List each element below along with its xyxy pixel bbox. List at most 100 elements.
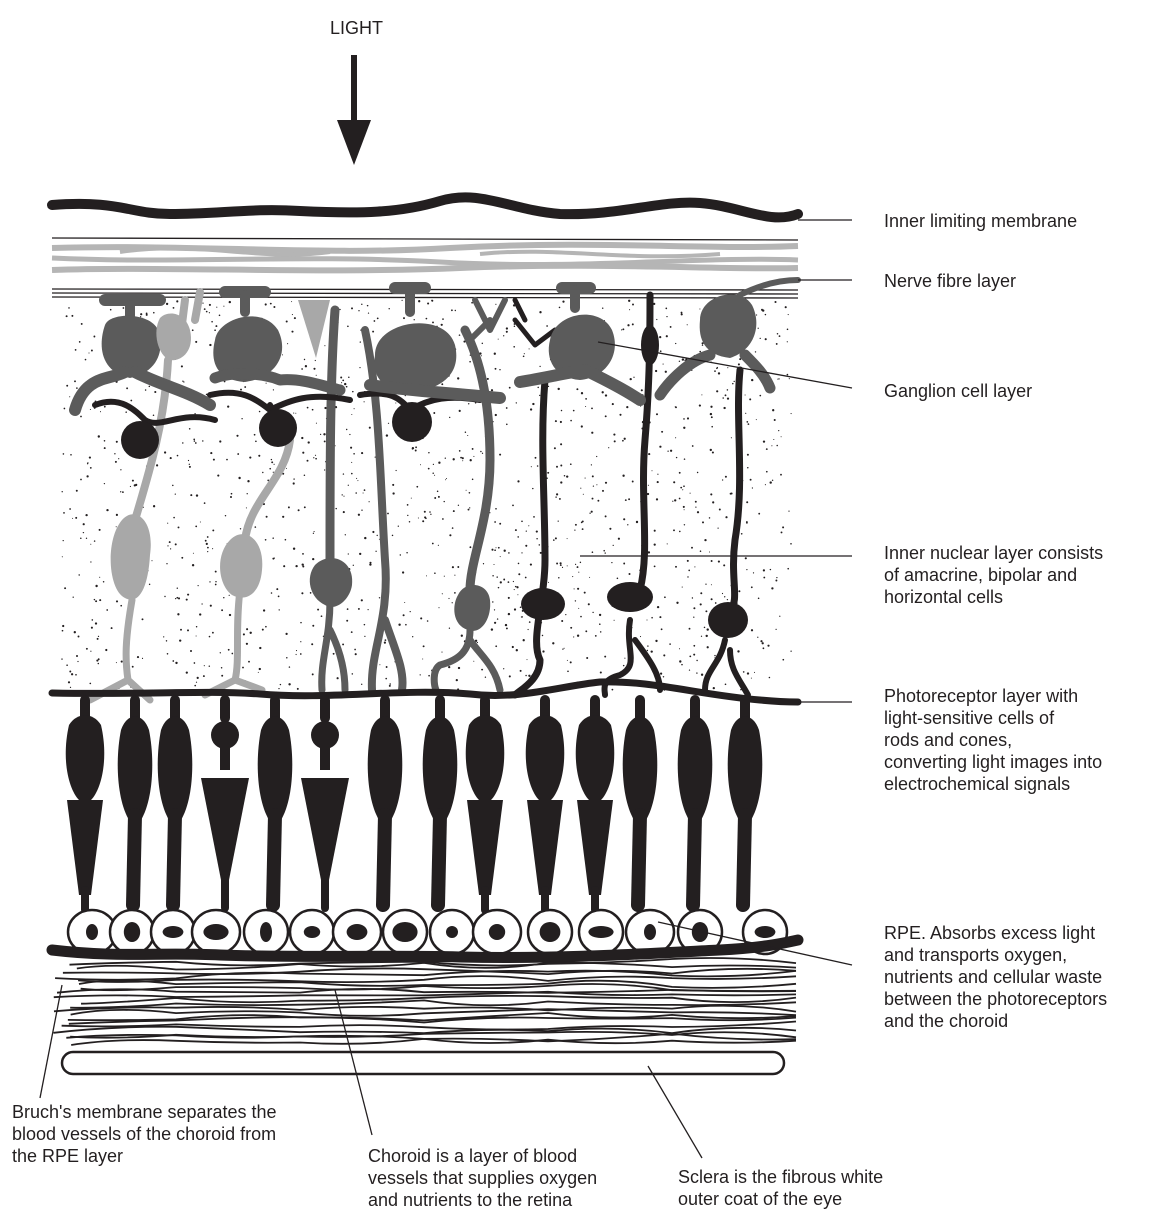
stipple-dot [313, 533, 314, 534]
stipple-dot [93, 336, 95, 338]
stipple-dot [636, 521, 638, 523]
stipple-dot [554, 447, 556, 449]
stipple-dot [751, 678, 752, 679]
stipple-dot [195, 341, 197, 343]
stipple-dot [392, 535, 394, 537]
stipple-dot [705, 584, 706, 585]
stipple-dot [592, 551, 594, 553]
stipple-dot [684, 524, 685, 525]
stipple-dot [751, 629, 753, 631]
stipple-dot [732, 383, 734, 385]
stipple-dot [585, 630, 587, 632]
stipple-dot [473, 661, 474, 662]
stipple-dot [287, 343, 288, 344]
stipple-dot [608, 447, 609, 448]
stipple-dot [320, 434, 321, 435]
stipple-dot [775, 629, 776, 630]
stipple-dot [506, 627, 508, 629]
stipple-dot [623, 665, 624, 666]
stipple-dot [424, 511, 426, 513]
stipple-dot [503, 335, 504, 336]
stipple-dot [512, 505, 514, 507]
stipple-dot [700, 603, 702, 605]
stipple-dot [695, 501, 697, 503]
stipple-dot [618, 538, 620, 540]
stipple-dot [172, 485, 174, 487]
stipple-dot [499, 454, 501, 456]
stipple-dot [442, 593, 443, 594]
stipple-dot [494, 353, 496, 355]
stipple-dot [441, 652, 442, 653]
stipple-dot [675, 437, 676, 438]
stipple-dot [90, 561, 91, 562]
stipple-dot [90, 544, 91, 545]
stipple-dot [664, 596, 666, 598]
stipple-dot [661, 431, 663, 433]
cone-cell [526, 700, 565, 910]
stipple-dot [202, 303, 203, 304]
stipple-dot [676, 457, 677, 458]
rod-cell [368, 700, 403, 905]
stipple-dot [470, 459, 472, 461]
stipple-dot [722, 397, 724, 399]
stipple-dot [96, 660, 98, 662]
stipple-dot [445, 458, 446, 459]
stipple-dot [442, 518, 444, 520]
stipple-dot [352, 673, 354, 675]
stipple-dot [94, 540, 95, 541]
stipple-dot [415, 446, 417, 448]
stipple-dot [498, 547, 500, 549]
stipple-dot [353, 565, 354, 566]
stipple-dot [574, 529, 575, 530]
stipple-dot [87, 462, 88, 463]
stipple-dot [586, 657, 588, 659]
stipple-dot [194, 685, 196, 687]
stipple-dot [240, 389, 242, 391]
stipple-dot [491, 389, 493, 391]
stipple-dot [542, 635, 543, 636]
stipple-dot [163, 636, 164, 637]
stipple-dot [202, 440, 203, 441]
stipple-dot [560, 465, 562, 467]
rod-outer-segment [638, 815, 640, 905]
stipple-dot [99, 599, 101, 601]
stipple-dot [559, 307, 561, 309]
stipple-dot [190, 494, 192, 496]
stipple-dot [589, 577, 590, 578]
stipple-dot [776, 445, 778, 447]
stipple-dot [302, 452, 304, 454]
stipple-dot [492, 601, 493, 602]
stipple-dot [274, 464, 275, 465]
stipple-dot [481, 355, 482, 356]
stipple-dot [92, 619, 94, 621]
stipple-dot [135, 484, 137, 486]
stipple-dot [663, 364, 664, 365]
stipple-dot [316, 423, 317, 424]
stipple-dot [154, 391, 156, 393]
stipple-dot [585, 398, 587, 400]
stipple-dot [314, 531, 315, 532]
stipple-dot [304, 359, 305, 360]
stipple-dot [221, 675, 223, 677]
stipple-dot [536, 538, 537, 539]
stipple-dot [262, 472, 263, 473]
stipple-dot [689, 655, 691, 657]
stipple-dot [741, 533, 743, 535]
stipple-dot [62, 630, 64, 632]
stipple-dot [315, 455, 316, 456]
stipple-dot [687, 324, 688, 325]
stipple-dot [725, 394, 727, 396]
stipple-dot [712, 501, 714, 503]
stipple-dot [558, 520, 559, 521]
cone-inner-segment [527, 800, 563, 895]
stipple-dot [577, 566, 579, 568]
stipple-dot [561, 410, 563, 412]
stipple-dot [315, 458, 317, 460]
stipple-dot [302, 565, 304, 567]
stipple-dot [348, 485, 349, 486]
stipple-dot [433, 412, 435, 414]
stipple-dot [514, 608, 516, 610]
stipple-dot [196, 494, 198, 496]
stipple-dot [521, 616, 523, 618]
stipple-dot [75, 349, 77, 351]
